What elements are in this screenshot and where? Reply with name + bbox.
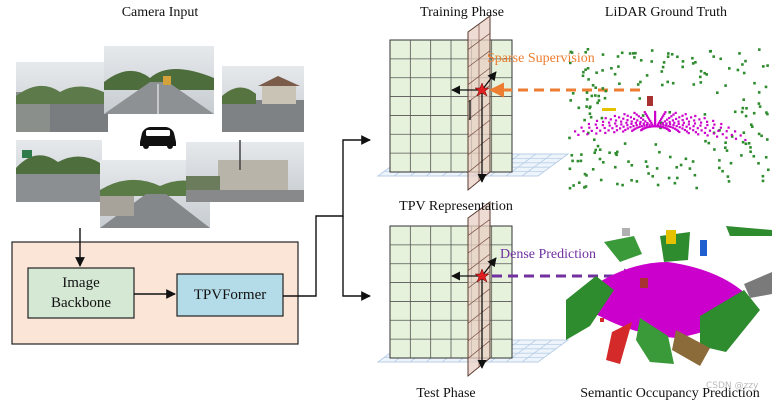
training-query-lines bbox=[451, 71, 497, 183]
camera-image-front-right bbox=[222, 66, 304, 132]
tpvformer-label: TPVFormer bbox=[193, 287, 267, 303]
arrow-to-test-phase bbox=[342, 216, 371, 301]
watermark: CSDN @zzy bbox=[706, 381, 759, 391]
camera-image-front-left bbox=[16, 62, 108, 132]
arrow-tpvformer-branch bbox=[283, 135, 371, 297]
image-backbone-label: Image Backbone bbox=[51, 275, 111, 311]
car-icon bbox=[134, 116, 182, 156]
camera-image-back-right bbox=[186, 140, 304, 202]
image-backbone-block bbox=[27, 267, 135, 319]
camera-image-front bbox=[104, 46, 214, 114]
tpv-representation-label: TPV Representation bbox=[399, 199, 513, 214]
semantic-occupancy-render bbox=[566, 226, 772, 366]
lidar-ground-truth-heading: LiDAR Ground Truth bbox=[604, 5, 728, 20]
lidar-point-cloud bbox=[568, 48, 770, 190]
sparse-supervision-annotation: Sparse Supervision bbox=[487, 51, 595, 66]
test-phase-label: Test Phase bbox=[416, 386, 476, 401]
camera-input-heading: Camera Input bbox=[121, 5, 199, 20]
star-marker-icon bbox=[474, 82, 490, 97]
camera-image-back-left bbox=[16, 140, 102, 202]
tpvformer-block bbox=[176, 273, 284, 317]
semantic-occupancy-prediction-label: Semantic Occupancy Prediction bbox=[580, 386, 760, 401]
star-marker-icon bbox=[474, 268, 490, 283]
dense-prediction-annotation: Dense Prediction bbox=[500, 247, 597, 262]
training-phase-heading: Training Phase bbox=[420, 5, 504, 20]
tpv-grid-training bbox=[376, 15, 570, 192]
camera-images bbox=[16, 46, 304, 228]
test-query-lines bbox=[451, 257, 497, 369]
tpv-grid-test bbox=[376, 201, 570, 378]
